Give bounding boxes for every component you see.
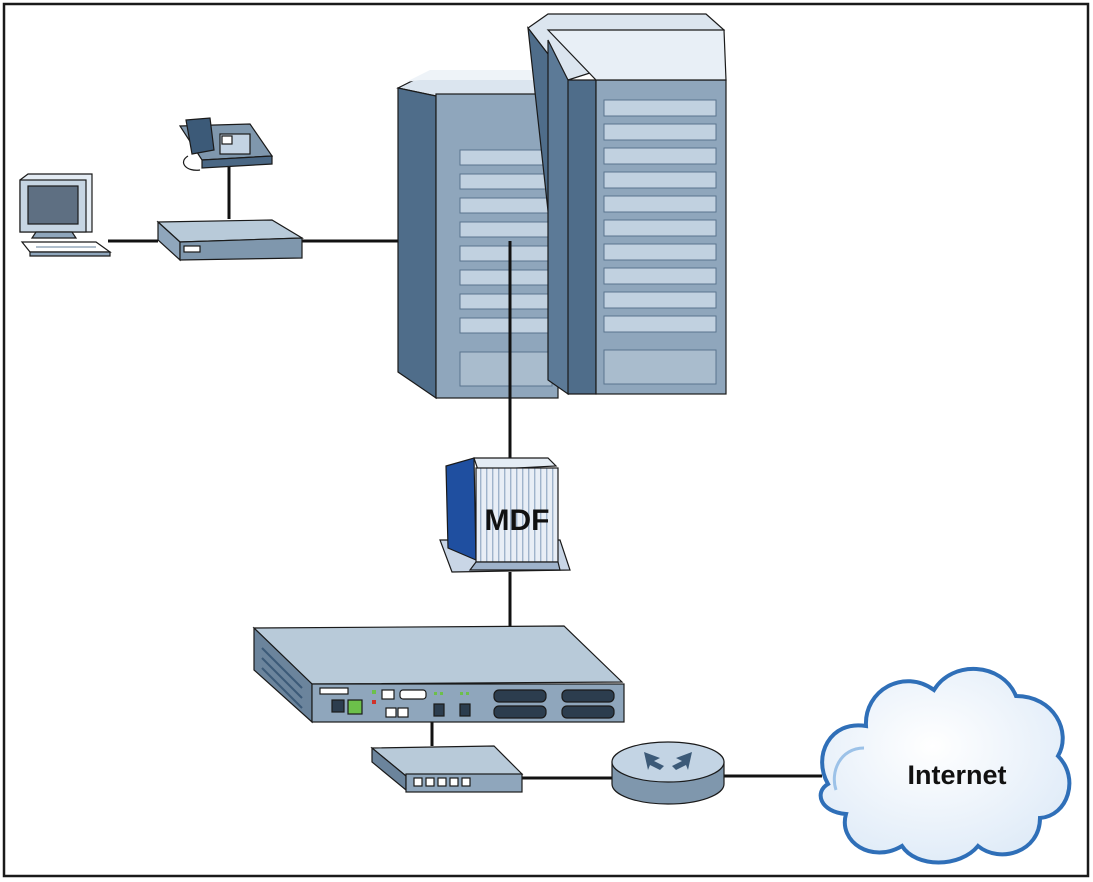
router-icon: [611, 741, 725, 805]
desktop-computer-icon: [19, 173, 112, 257]
mdf-box-icon: [439, 457, 571, 573]
office-building-icon: [396, 70, 559, 400]
telephone-icon: [178, 117, 274, 171]
dslam-chassis-icon: [252, 625, 625, 724]
building-tall-windows: [603, 99, 717, 385]
internet-label: Internet: [907, 760, 1006, 790]
dsl-modem-icon: [156, 219, 305, 262]
ethernet-switch-icon: [370, 745, 524, 793]
cloud-icon: [818, 667, 1072, 865]
mdf-label: MDF: [485, 504, 550, 537]
